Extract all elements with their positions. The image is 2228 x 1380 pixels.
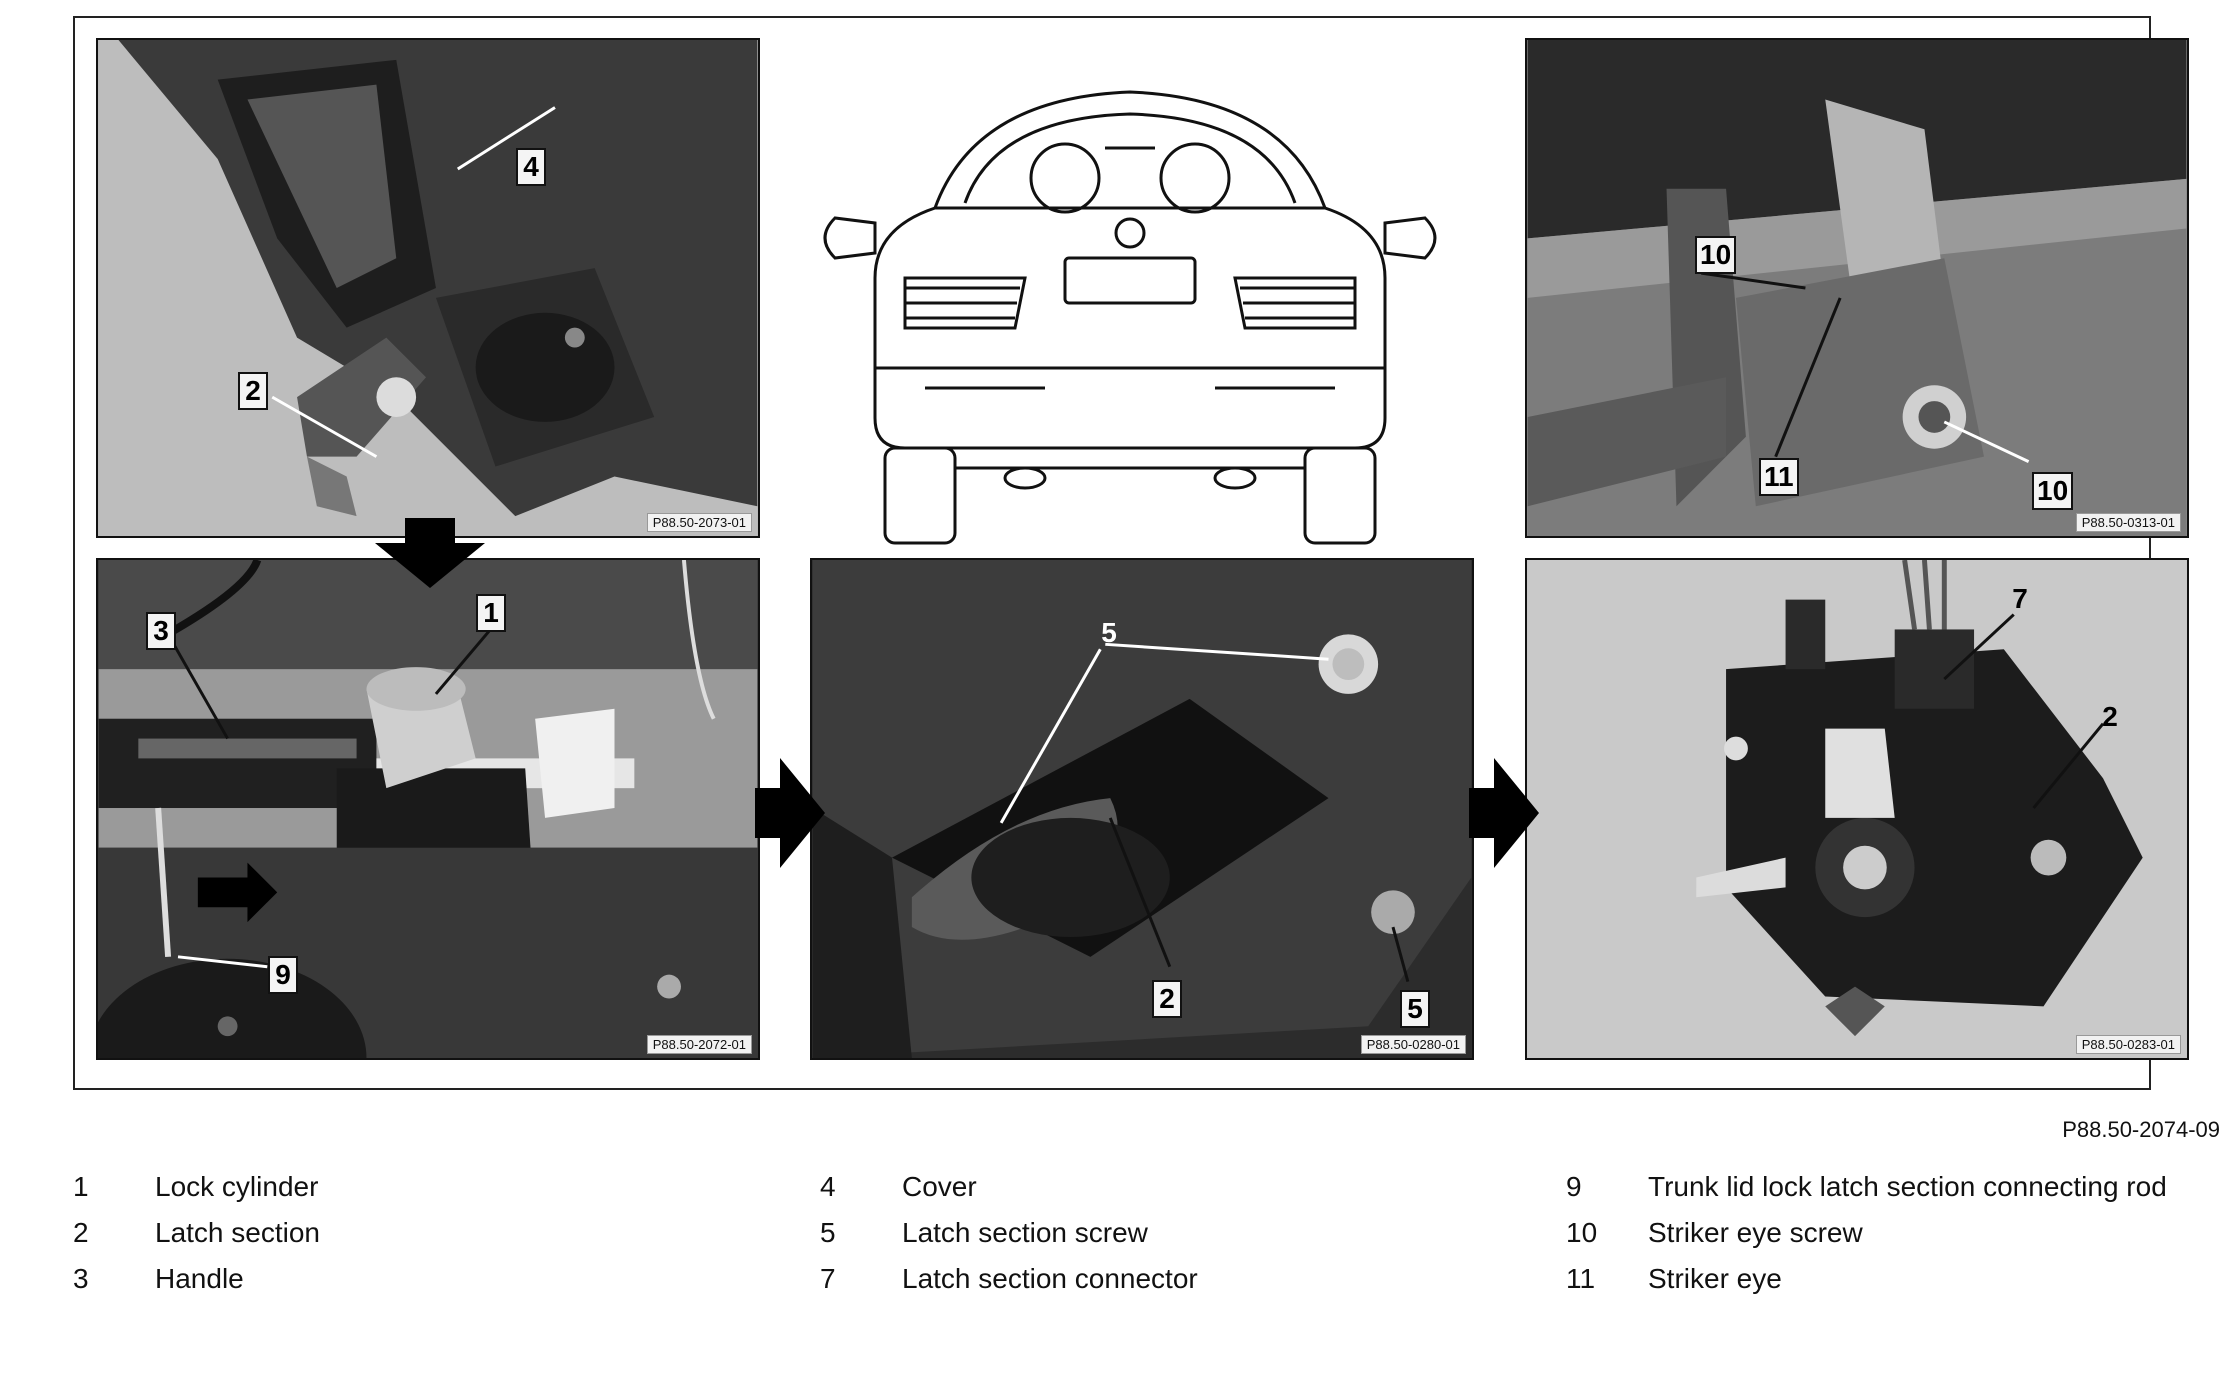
panel-latch-screws: 5 2 5 P88.50-0280-01 — [810, 558, 1474, 1060]
legend-column-1: 1 Lock cylinder 2 Latch section 3 Handle — [73, 1168, 675, 1306]
panel-ref: P88.50-2072-01 — [646, 1035, 752, 1054]
legend-text: Striker eye screw — [1648, 1217, 1863, 1248]
legend-number: 7 — [820, 1263, 836, 1294]
callout-3: 3 — [146, 612, 176, 650]
legend-item: 9 Trunk lid lock latch section connectin… — [1566, 1168, 2168, 1206]
callout-2: 2 — [1152, 980, 1182, 1018]
legend-column-3: 9 Trunk lid lock latch section connectin… — [1566, 1168, 2168, 1306]
legend-text: Latch section connector — [902, 1263, 1198, 1294]
leader-lines — [999, 642, 1410, 983]
panel-ref: P88.50-2073-01 — [646, 513, 752, 532]
legend-number: 11 — [1566, 1263, 1596, 1294]
legend-item: 5 Latch section screw — [820, 1214, 1422, 1252]
callout-10: 10 — [2032, 472, 2074, 510]
callout-9: 9 — [268, 956, 298, 994]
flow-arrow-right-icon — [1469, 758, 1539, 868]
callout-1: 1 — [476, 594, 506, 632]
photo-latch-section — [1527, 560, 2187, 1058]
legend-number: 1 — [73, 1171, 89, 1202]
legend-number: 9 — [1566, 1171, 1582, 1202]
legend-text: Trunk lid lock latch section connecting … — [1648, 1171, 2167, 1202]
panel-latch-section: 7 2 P88.50-0283-01 — [1525, 558, 2189, 1060]
panel-car-rear-view — [795, 78, 1465, 548]
figure-code: P88.50-2074-09 — [2062, 1117, 2220, 1142]
legend-text: Latch section screw — [902, 1217, 1148, 1248]
panel-ref: P88.50-0280-01 — [1360, 1035, 1466, 1054]
panel-ref: P88.50-0283-01 — [2075, 1035, 2181, 1054]
leader-lines — [271, 106, 556, 458]
callout-7: 7 — [2012, 583, 2028, 614]
legend-text: Lock cylinder — [155, 1171, 319, 1202]
legend-number: 2 — [73, 1217, 89, 1248]
legend-item: 1 Lock cylinder — [73, 1168, 675, 1206]
leader-lines — [166, 628, 492, 969]
legend-item: 4 Cover — [820, 1168, 1422, 1206]
legend-text: Latch section — [155, 1217, 320, 1248]
flow-arrow-right-icon — [755, 758, 825, 868]
callout-2: 2 — [2102, 701, 2118, 732]
legend-item: 7 Latch section connector — [820, 1260, 1422, 1298]
car-rear-drawing — [823, 90, 1437, 545]
legend-number: 3 — [73, 1263, 89, 1294]
legend-text: Handle — [155, 1263, 244, 1294]
legend-item: 2 Latch section — [73, 1214, 675, 1252]
legend-column-2: 4 Cover 5 Latch section screw 7 Latch se… — [820, 1168, 1422, 1306]
legend-text: Cover — [902, 1171, 977, 1202]
panel-striker-eye: 10 11 10 P88.50-0313-01 — [1525, 38, 2189, 538]
legend-number: 5 — [820, 1217, 836, 1248]
callout-4: 4 — [516, 148, 546, 186]
direction-arrow-icon — [197, 862, 278, 923]
legend-number: 4 — [820, 1171, 836, 1202]
legend-item: 3 Handle — [73, 1260, 675, 1298]
legend-number: 10 — [1566, 1217, 1598, 1248]
panel-cover-removal: 4 2 P88.50-2073-01 — [96, 38, 760, 538]
legend-item: 11 Striker eye — [1566, 1260, 2168, 1298]
panel-ref: P88.50-0313-01 — [2075, 513, 2181, 532]
callout-10: 10 — [1695, 236, 1737, 274]
photo-striker-eye — [1527, 40, 2187, 536]
callout-11: 11 — [1759, 458, 1799, 496]
callout-2: 2 — [238, 372, 268, 410]
callout-5: 5 — [1101, 617, 1117, 648]
photo-latch-screws — [812, 560, 1472, 1058]
leader-lines — [1943, 613, 2105, 809]
figure-frame: 4 2 P88.50-2073-01 — [73, 16, 2189, 1090]
legend-text: Striker eye — [1648, 1263, 1782, 1294]
leader-lines — [1701, 271, 2030, 463]
legend-item: 10 Striker eye screw — [1566, 1214, 2168, 1252]
photo-cover — [98, 40, 758, 536]
panel-lock-cylinder: 3 1 9 P88.50-2072-01 — [96, 558, 760, 1060]
callout-5: 5 — [1400, 990, 1430, 1028]
flow-arrow-down-icon — [375, 518, 485, 588]
